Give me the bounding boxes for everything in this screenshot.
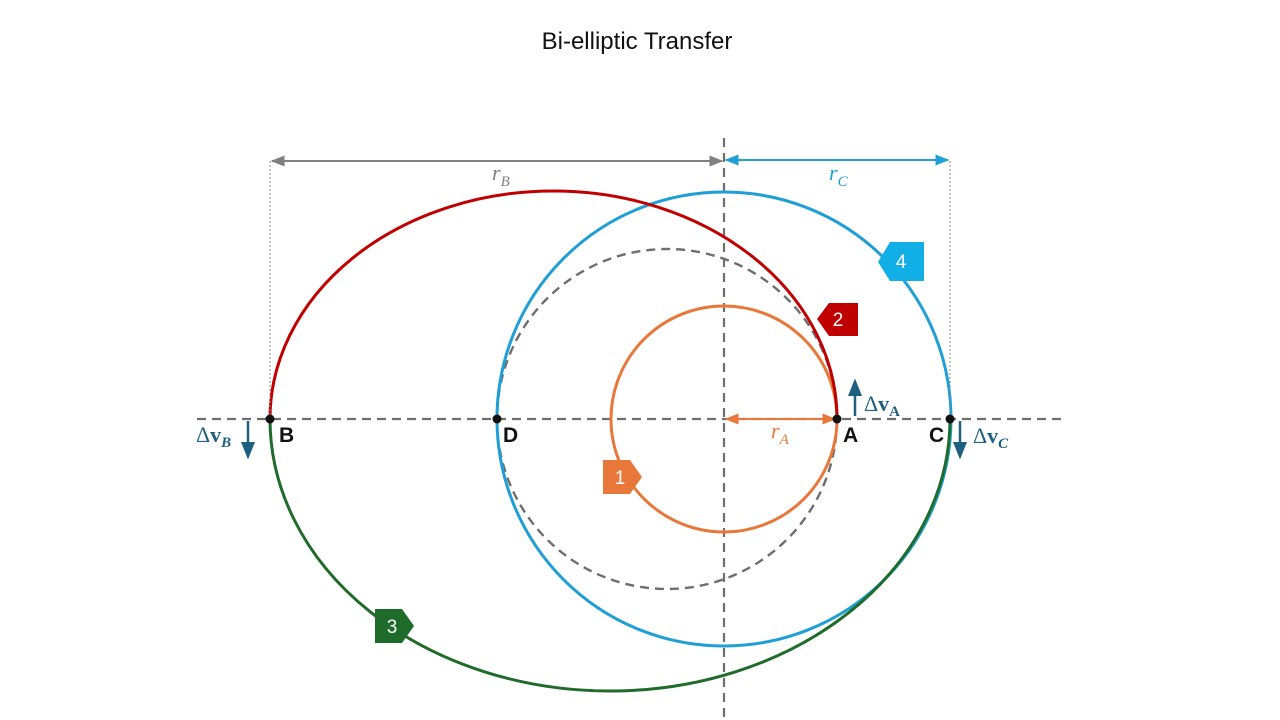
orbit-3-transfer-ellipse <box>268 418 952 693</box>
point-D-marker <box>492 414 502 424</box>
point-C-marker <box>945 414 955 424</box>
rC-label: rC <box>829 160 849 190</box>
point-C-label: C <box>929 424 944 447</box>
delta-v-A-label: ΔvA <box>864 391 900 420</box>
orbit-4-tag-label: 4 <box>896 252 907 273</box>
point-B-marker <box>265 414 275 424</box>
delta-v-C-label: ΔvC <box>973 423 1009 452</box>
rB-label: rB <box>492 160 510 190</box>
orbit-1-tag-label: 1 <box>615 468 626 489</box>
orbit-4-tag <box>878 242 924 281</box>
delta-v-B-label: ΔvB <box>196 422 231 451</box>
orbit-3-tag-label: 3 <box>387 617 398 638</box>
orbit-2-tag <box>817 303 858 336</box>
orbit-3-tag <box>375 609 414 643</box>
orbit-2-transfer-ellipse <box>268 189 839 420</box>
point-D-label: D <box>503 424 518 447</box>
point-A-label: A <box>843 424 858 447</box>
orbit-2-tag-label: 2 <box>833 310 844 331</box>
orbit-1-tag <box>603 460 642 494</box>
point-A-marker <box>832 414 842 424</box>
rA-label: rA <box>771 418 790 448</box>
point-B-label: B <box>279 424 294 447</box>
diagram-title: Bi-elliptic Transfer <box>542 28 733 55</box>
